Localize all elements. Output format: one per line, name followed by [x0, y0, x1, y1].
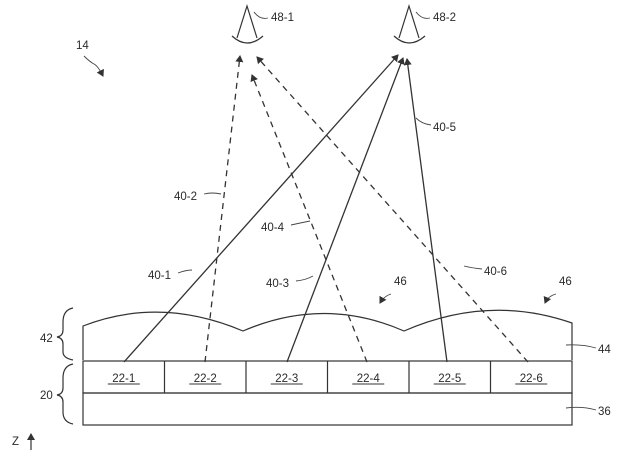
pixel-label: 22-3	[275, 373, 298, 385]
ray-label-40-1: 40-1	[148, 269, 193, 282]
ray-40-3	[286, 57, 405, 363]
z-axis-indicator: Z	[12, 433, 35, 450]
ray-label-leader	[290, 220, 311, 226]
lens-layer-label: 44	[565, 344, 611, 356]
eye-label-leader	[415, 11, 431, 19]
ray-label: 40-2	[174, 191, 197, 203]
lens-label-arrow	[379, 293, 392, 304]
bracket	[56, 307, 74, 361]
figure-ref-arrow	[83, 55, 104, 77]
eye-48-2: 48-2	[393, 3, 456, 44]
pixel-label: 22-5	[438, 373, 461, 385]
substrate-leader	[565, 406, 597, 411]
substrate-label: 36	[565, 406, 611, 418]
ray-label: 40-1	[148, 270, 171, 282]
lens-label-2: 46	[543, 276, 572, 304]
ray-label-40-3: 40-3	[266, 275, 314, 290]
ray-label: 40-3	[266, 278, 289, 290]
ray-label-leader	[203, 192, 222, 195]
pixel-cells: 22-1 22-2 22-3 22-4 22-5 22-6	[107, 361, 548, 393]
eye-label: 48-1	[271, 12, 294, 24]
ray-40-2	[204, 55, 244, 363]
lens-layer-leader	[565, 344, 597, 349]
ray-40-1	[123, 54, 399, 363]
ray-label-leader	[463, 265, 483, 270]
lens-group-bracket: 42	[40, 307, 74, 361]
bracket	[56, 363, 74, 425]
ray-40-6	[256, 56, 529, 363]
ray-label-40-6: 40-6	[463, 265, 507, 278]
ray-label: 40-4	[261, 222, 285, 234]
pixel-label: 22-1	[112, 373, 135, 385]
figure-ref-label: 14	[76, 40, 89, 52]
ray-40-5	[403, 58, 448, 363]
eye-label-leader	[253, 11, 269, 19]
lens-layer-number: 44	[598, 344, 611, 356]
eye-48-1: 48-1	[231, 3, 294, 44]
pixel-label: 22-6	[520, 373, 543, 385]
ray-label-40-4: 40-4	[261, 220, 311, 234]
eye-lens-arc	[393, 35, 426, 44]
bracket-label: 42	[40, 333, 53, 345]
bracket-label: 20	[40, 390, 53, 402]
eye-label: 48-2	[433, 12, 456, 24]
ray-40-4	[250, 74, 368, 363]
eye-icon	[236, 3, 258, 39]
lens-label: 46	[559, 276, 572, 288]
lens-label: 46	[394, 276, 407, 288]
pixel-label: 22-4	[357, 373, 381, 385]
lens-label-1: 46	[379, 276, 407, 304]
eye-lens-arc	[231, 35, 264, 44]
pixel-label: 22-2	[194, 373, 217, 385]
substrate-number: 36	[598, 406, 611, 418]
eye-icon	[398, 3, 420, 39]
lens-label-arrow	[543, 293, 557, 304]
lens-layer	[82, 309, 573, 360]
ray-label-leader	[177, 269, 193, 274]
display-group-bracket: 20	[40, 363, 74, 425]
ray-label-40-5: 40-5	[415, 117, 456, 134]
substrate	[82, 392, 573, 426]
ray-label-40-2: 40-2	[174, 191, 222, 203]
ray-label: 40-6	[484, 266, 507, 278]
ray-label-leader	[415, 117, 432, 126]
ray-label: 40-5	[433, 122, 456, 134]
z-axis-label: Z	[12, 436, 19, 448]
ray-label-leader	[295, 275, 314, 282]
